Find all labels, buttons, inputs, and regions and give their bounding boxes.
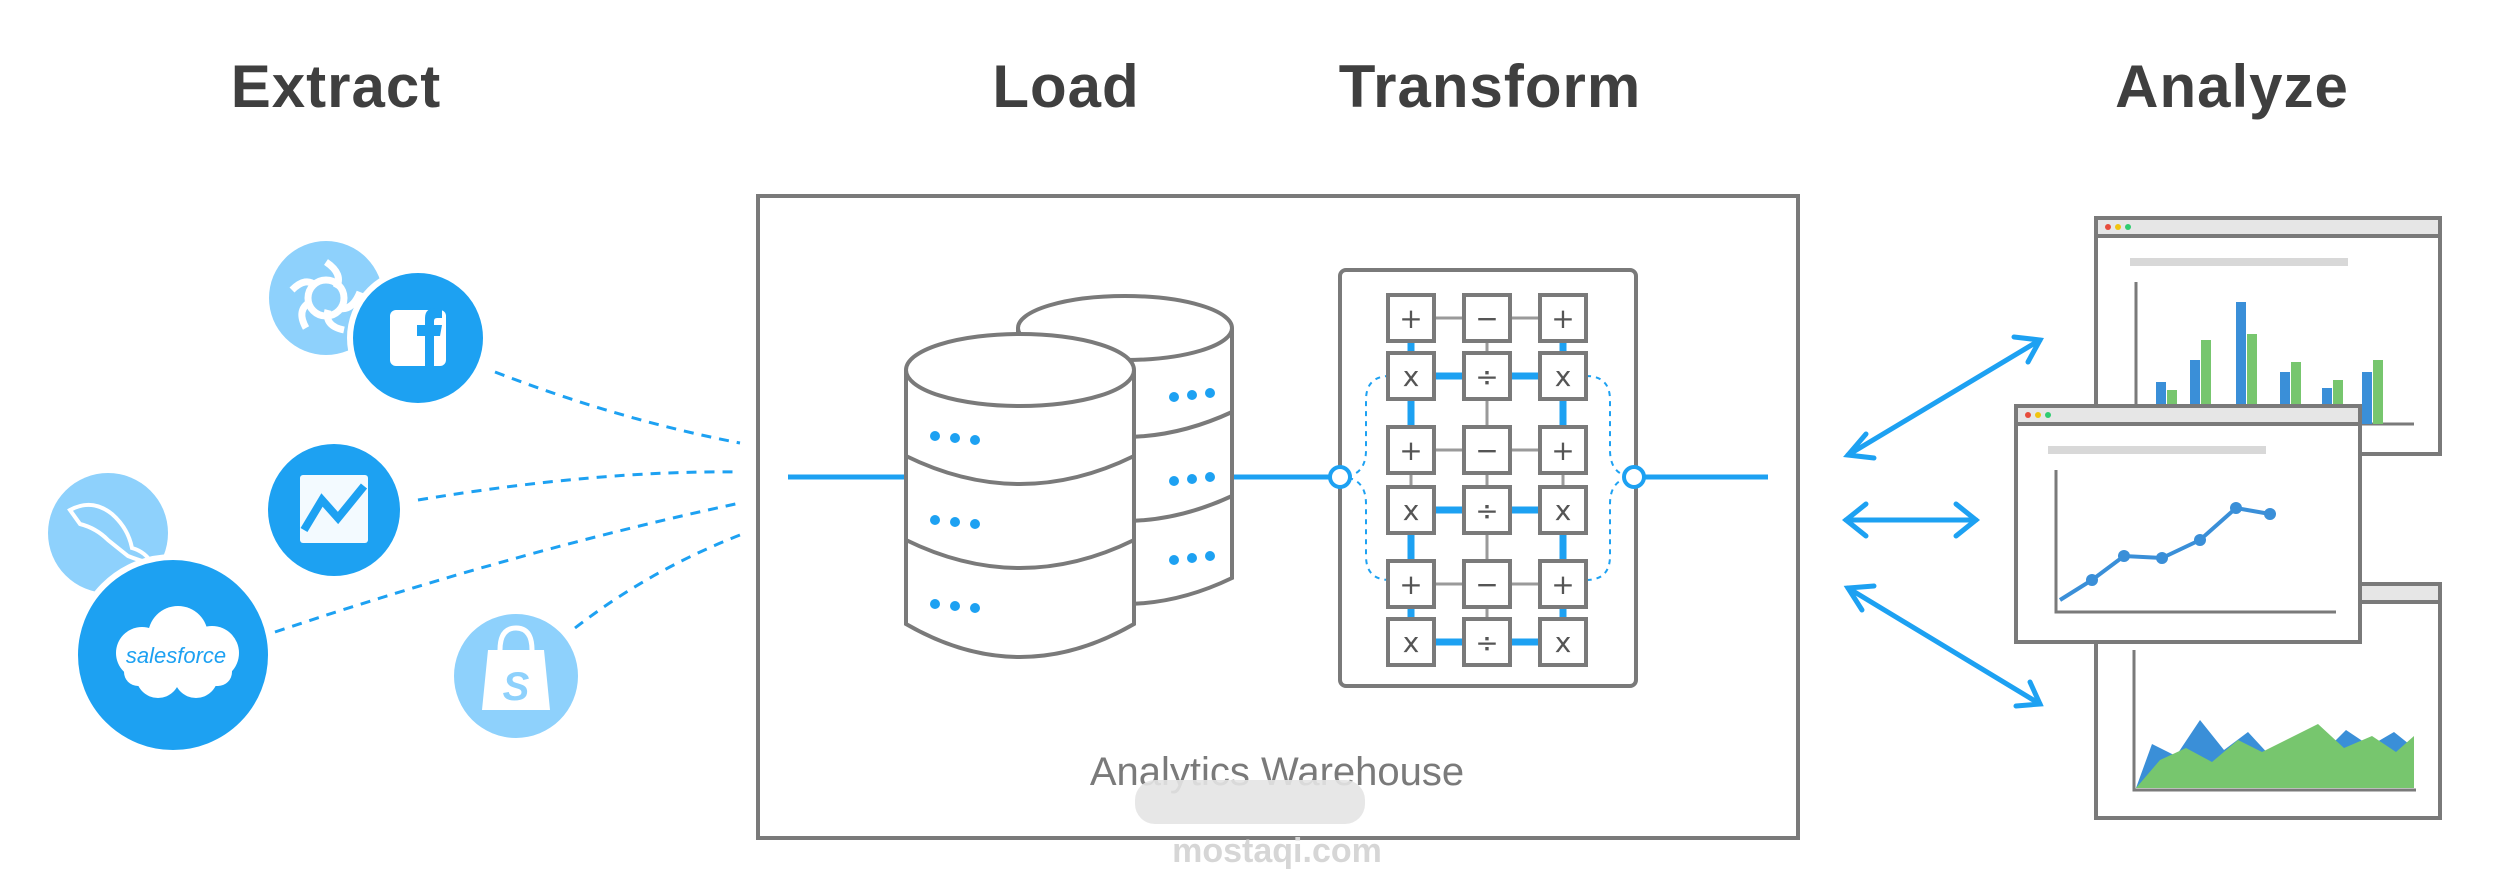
connector-chart-app [417, 470, 741, 502]
operator-box: x [1538, 351, 1588, 401]
operator-symbol: + [1551, 434, 1574, 467]
database-front-icon [904, 332, 1136, 659]
operator-symbol: + [1399, 568, 1422, 601]
operator-symbol: x [1403, 494, 1420, 527]
operator-box: x [1538, 485, 1588, 535]
transform-grid-links [1407, 316, 1567, 646]
connector-shopify [574, 533, 741, 630]
operator-symbol: − [1475, 434, 1498, 467]
operator-symbol: + [1399, 302, 1422, 335]
operator-box: ÷ [1462, 617, 1512, 667]
salesforce-label: salesforce [126, 643, 226, 668]
transform-operator-grid: + − + x ÷ x + − + x ÷ x + − + x ÷ x [1386, 293, 1588, 667]
shopify-icon: S [454, 614, 578, 738]
operator-box: x [1386, 617, 1436, 667]
operator-symbol: x [1555, 360, 1572, 393]
watermark-logo [1135, 780, 1365, 824]
analyze-arrows [1841, 334, 2044, 709]
operator-box: + [1386, 293, 1436, 343]
stage-heading-transform: Transform [1338, 53, 1642, 120]
operator-symbol: x [1403, 360, 1420, 393]
svg-text:S: S [503, 665, 530, 709]
operator-box: ÷ [1462, 351, 1512, 401]
operator-box: x [1386, 351, 1436, 401]
operator-symbol: x [1555, 626, 1572, 659]
transform-output-node [1622, 465, 1646, 489]
operator-box: x [1538, 617, 1588, 667]
source-connectors [274, 370, 741, 634]
facebook-icon [347, 267, 489, 409]
chart-app-icon [268, 444, 400, 576]
operator-symbol: ÷ [1475, 494, 1498, 527]
operator-box: − [1462, 425, 1512, 475]
operator-box: + [1538, 425, 1588, 475]
operator-symbol: x [1403, 626, 1420, 659]
salesforce-icon: salesforce [72, 554, 274, 756]
connector-facebook [494, 370, 741, 445]
stage-heading-load: Load [992, 53, 1140, 120]
operator-box: + [1538, 293, 1588, 343]
line-chart-window [2014, 404, 2362, 644]
operator-symbol: + [1551, 568, 1574, 601]
connector-salesforce [274, 501, 741, 634]
operator-box: ÷ [1462, 485, 1512, 535]
operator-box: + [1386, 425, 1436, 475]
operator-symbol: x [1555, 494, 1572, 527]
operator-symbol: ÷ [1475, 626, 1498, 659]
operator-box: − [1462, 293, 1512, 343]
operator-box: + [1386, 559, 1436, 609]
stage-heading-analyze: Analyze [2115, 53, 2349, 120]
operator-box: − [1462, 559, 1512, 609]
operator-box: x [1386, 485, 1436, 535]
watermark-domain: mostaqi.com [1172, 832, 1382, 870]
stage-heading-extract: Extract [230, 53, 442, 120]
operator-symbol: − [1475, 568, 1498, 601]
transform-input-node [1328, 465, 1352, 489]
operator-symbol: − [1475, 302, 1498, 335]
operator-box: + [1538, 559, 1588, 609]
operator-symbol: + [1551, 302, 1574, 335]
operator-symbol: + [1399, 434, 1422, 467]
operator-symbol: ÷ [1475, 360, 1498, 393]
